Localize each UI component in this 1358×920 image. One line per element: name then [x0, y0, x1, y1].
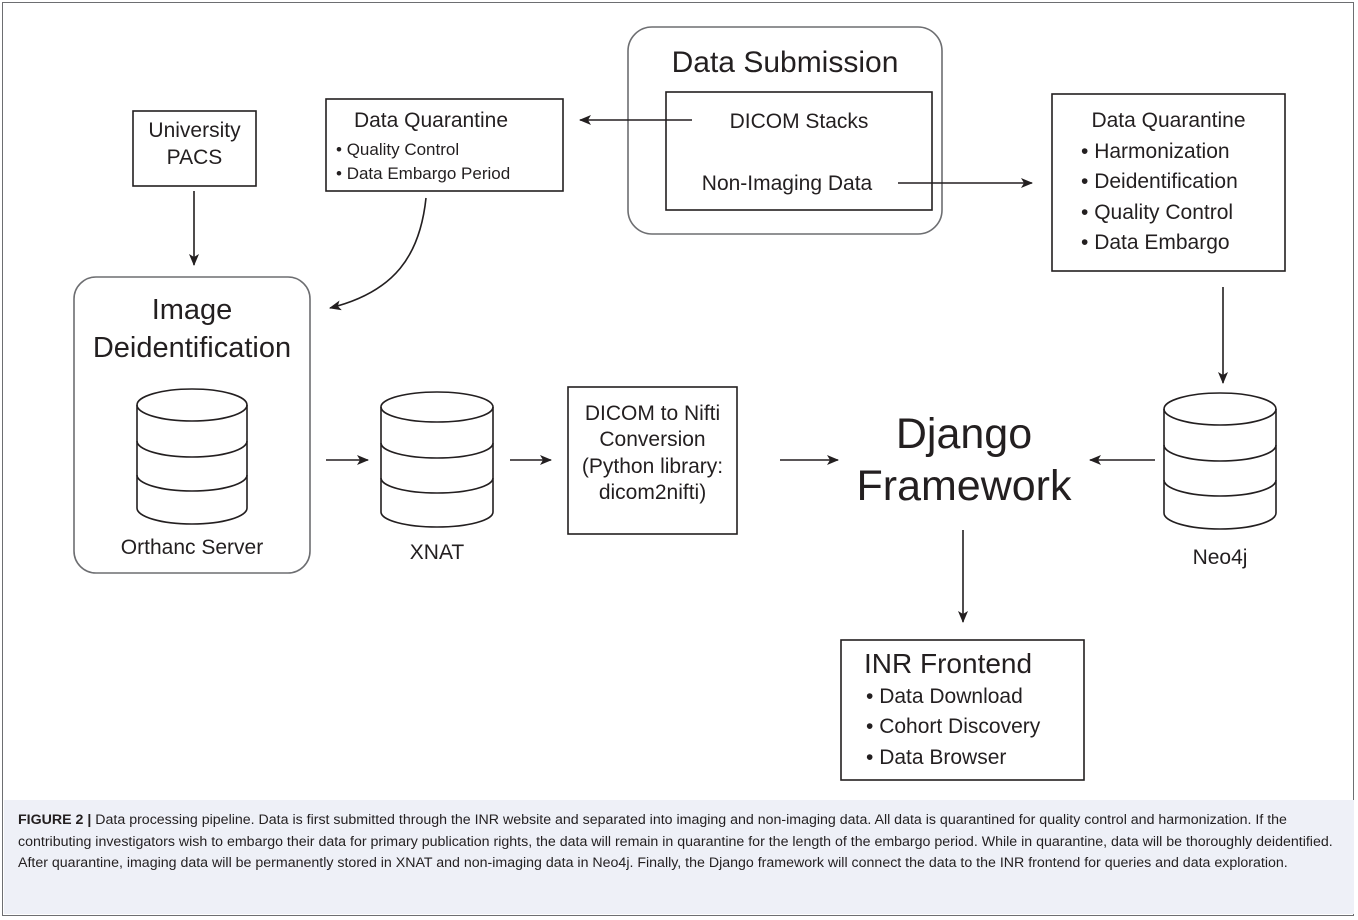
- quarantine-nonimaging-item: Harmonization: [1081, 137, 1238, 167]
- quarantine-nonimaging-item: Deidentification: [1081, 167, 1238, 197]
- dicom-nifti-label: DICOM to Nifti Conversion (Python librar…: [568, 401, 737, 506]
- quarantine-nonimaging-title: Data Quarantine: [1091, 109, 1246, 132]
- orthanc-server-label: Orthanc Server: [120, 536, 264, 559]
- data-submission-title: Data Submission: [671, 46, 899, 79]
- university-pacs-line2: PACS: [166, 146, 223, 170]
- quarantine-imaging-list: Quality Control Data Embargo Period: [336, 138, 510, 186]
- image-deid-container: [73, 276, 311, 574]
- xnat-database-icon: [380, 391, 494, 528]
- university-pacs-label: University PACS: [133, 117, 256, 172]
- quarantine-nonimaging-box: [1051, 93, 1286, 272]
- dicom-stacks-label: DICOM Stacks: [729, 110, 869, 133]
- quarantine-imaging-item: Quality Control: [336, 138, 510, 162]
- quarantine-imaging-box: [325, 98, 564, 192]
- dicom-nifti-box: [567, 386, 738, 535]
- frontend-item: Data Browser: [866, 743, 1040, 773]
- arrow-quarantine-to-deid: [329, 197, 427, 311]
- image-deid-title: Image Deidentification: [74, 292, 310, 367]
- frontend-title: INR Frontend: [864, 648, 1033, 679]
- caption-label: FIGURE 2 |: [18, 812, 92, 828]
- neo4j-label: Neo4j: [1192, 546, 1248, 569]
- image-deid-line2: Deidentification: [92, 331, 292, 364]
- quarantine-nonimaging-item: Data Embargo: [1081, 228, 1238, 258]
- caption-text: Data processing pipeline. Data is first …: [18, 812, 1333, 872]
- django-line1: Django: [895, 410, 1033, 458]
- caption-background: [4, 800, 1354, 914]
- non-imaging-data-label: Non-Imaging Data: [701, 172, 873, 195]
- quarantine-imaging-title: Data Quarantine: [353, 109, 509, 132]
- university-pacs-line1: University: [148, 119, 241, 142]
- image-deid-line1: Image: [151, 294, 233, 326]
- data-submission-container: [627, 26, 943, 235]
- orthanc-database-icon: [136, 388, 248, 525]
- quarantine-imaging-item: Data Embargo Period: [336, 162, 510, 186]
- frontend-list: Data Download Cohort Discovery Data Brow…: [866, 682, 1040, 773]
- quarantine-nonimaging-list: Harmonization Deidentification Quality C…: [1081, 137, 1238, 259]
- dicom-nifti-line: dicom2nifti): [598, 480, 707, 504]
- frontend-item: Cohort Discovery: [866, 712, 1040, 742]
- frontend-item: Data Download: [866, 682, 1040, 712]
- university-pacs-box: [132, 110, 257, 187]
- xnat-label: XNAT: [409, 541, 465, 564]
- django-line2: Framework: [856, 462, 1072, 511]
- django-label: Django Framework: [840, 408, 1088, 513]
- frontend-box: [840, 639, 1085, 781]
- data-submission-inner-box: [665, 91, 933, 211]
- neo4j-database-icon: [1163, 392, 1277, 530]
- pipeline-diagram: [73, 26, 1286, 781]
- dicom-nifti-line: (Python library:: [581, 454, 724, 478]
- figure-caption: FIGURE 2 | Data processing pipeline. Dat…: [18, 810, 1340, 875]
- dicom-nifti-line: Conversion: [599, 428, 706, 452]
- dicom-nifti-line: DICOM to Nifti: [584, 402, 721, 425]
- quarantine-nonimaging-item: Quality Control: [1081, 198, 1238, 228]
